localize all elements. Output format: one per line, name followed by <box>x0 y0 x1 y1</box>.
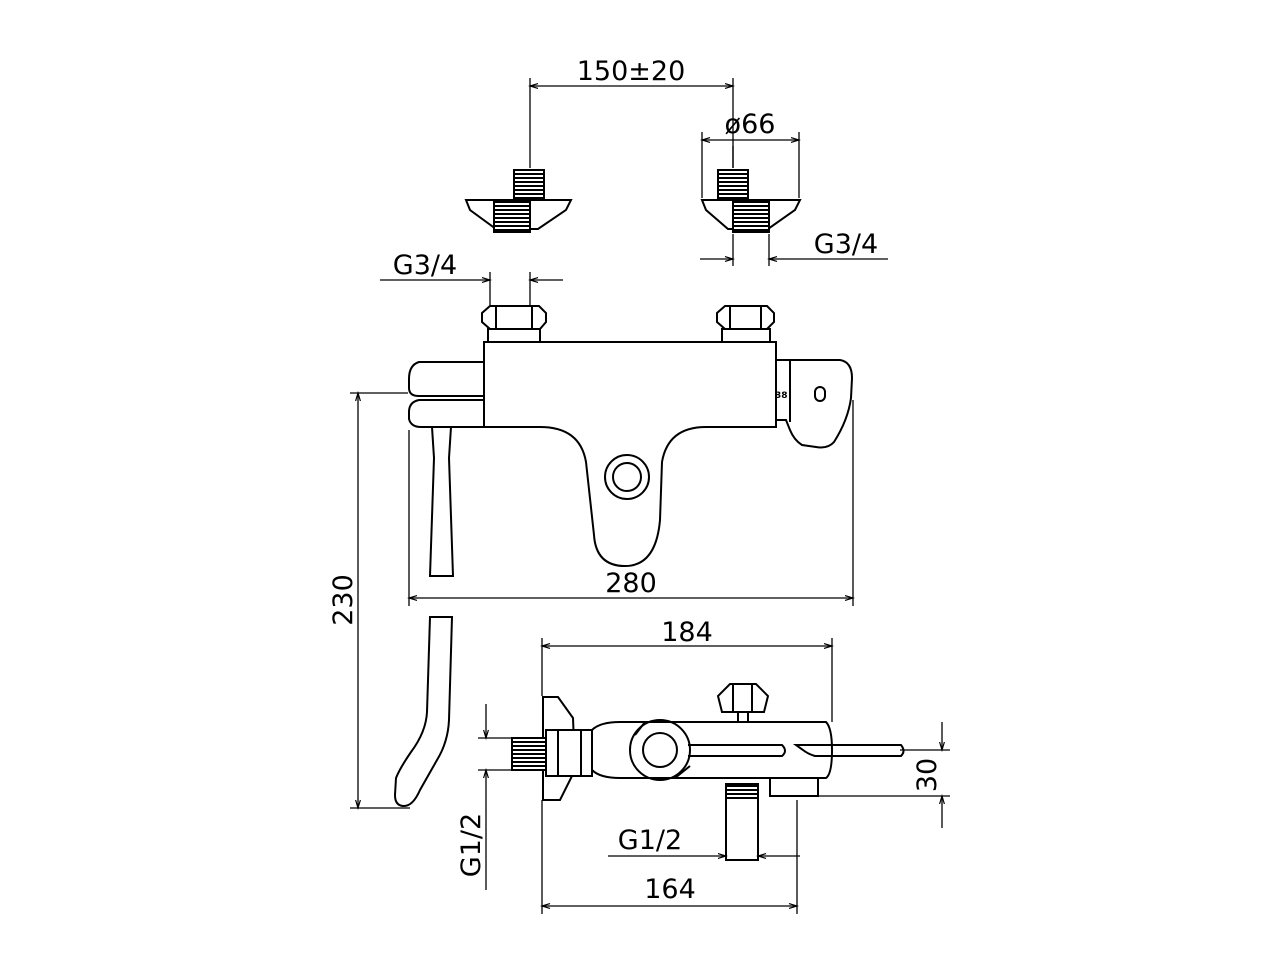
label-projection-body: 164 <box>644 874 696 905</box>
dimension-overall-height: 230 <box>328 393 410 808</box>
dimension-overall-width: 280 <box>409 400 853 606</box>
dimension-inlet-thread-left: G3/4 <box>380 250 563 305</box>
label-inlet-thread-left: G3/4 <box>393 250 457 281</box>
label-inlet-thread-right: G3/4 <box>814 229 878 260</box>
label-overall-height: 230 <box>328 574 359 626</box>
thermostatic-handle: 38 <box>775 359 854 449</box>
flow-control-handle <box>408 361 484 577</box>
inlet-nut-left <box>481 305 547 343</box>
lever-side-profile <box>393 616 454 808</box>
inlet-nut-right <box>716 305 775 343</box>
eccentric-connector-right <box>700 169 802 233</box>
label-outlet-height: 30 <box>912 758 943 792</box>
label-overall-width: 280 <box>605 568 657 599</box>
eccentric-connector-left <box>464 169 573 233</box>
label-projection-total: 184 <box>661 617 713 648</box>
dimension-projection-total: 184 <box>542 617 832 722</box>
dimension-flange-diameter: ø66 <box>702 109 799 198</box>
mixer-side-view <box>511 683 905 861</box>
dimension-eccentric-spacing: 150±20 <box>530 56 733 168</box>
mixer-front-view: 38 <box>408 305 854 577</box>
dimension-wall-thread: G1/2 <box>456 704 512 890</box>
label-flange-diameter: ø66 <box>725 109 776 140</box>
label-wall-thread: G1/2 <box>456 813 487 877</box>
label-eccentric-spacing: 150±20 <box>577 56 686 87</box>
dimension-outlet-height: 30 <box>818 722 950 828</box>
dimension-outlet-thread: G1/2 <box>608 825 800 856</box>
dimension-projection-body: 164 <box>542 800 797 914</box>
dimension-inlet-thread-right: G3/4 <box>700 229 888 266</box>
label-outlet-thread: G1/2 <box>618 825 682 856</box>
temperature-mark: 38 <box>775 391 788 401</box>
